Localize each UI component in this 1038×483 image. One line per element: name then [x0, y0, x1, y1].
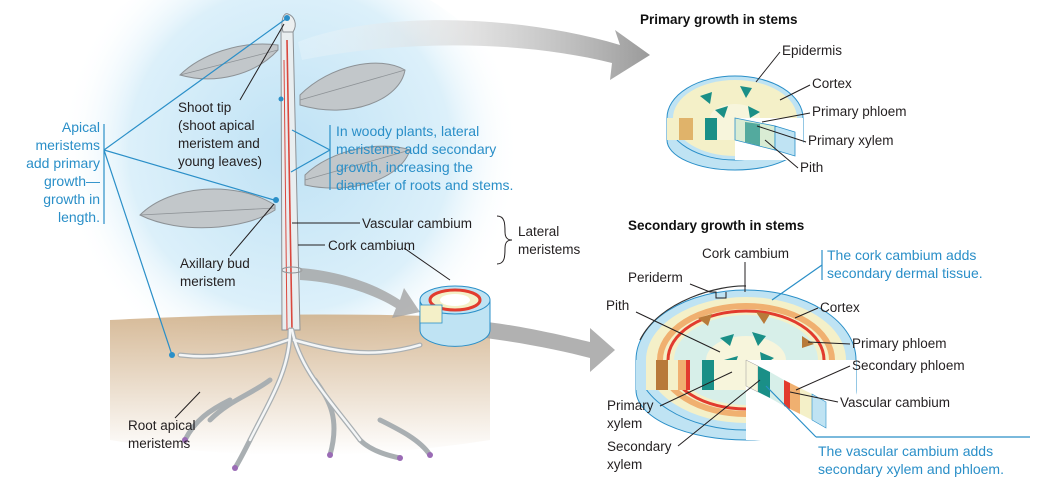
label-line: Shoot tip	[178, 100, 231, 115]
cork-note-line: The cork cambium adds	[827, 247, 976, 263]
cork-note-line: secondary dermal tissue.	[827, 265, 983, 281]
label-line: Root apical	[128, 418, 196, 433]
label-line: young leaves)	[178, 154, 262, 169]
label-primary-xylem: Primary	[607, 398, 654, 413]
label-line: meristem	[180, 274, 236, 289]
label-line: add primary	[26, 155, 100, 171]
label-epidermis: Epidermis	[782, 43, 842, 58]
label-line: In woody plants, lateral	[336, 123, 479, 139]
label-line: Axillary bud	[180, 256, 250, 271]
label-secondary-xylem-line2: xylem	[607, 457, 642, 472]
label-vascular-cambium: Vascular cambium	[840, 395, 950, 410]
root-tip-dot	[427, 452, 433, 458]
axillary-bud-dot	[279, 97, 284, 102]
vascular-note-line: secondary xylem and phloem.	[818, 461, 1004, 477]
label-line: meristems	[518, 242, 581, 257]
root-tip-dot	[397, 455, 403, 461]
label-line: growth, increasing the	[336, 159, 473, 175]
secondary-title: Secondary growth in stems	[628, 218, 804, 233]
vascular-note-line: The vascular cambium adds	[818, 443, 993, 459]
primary-title: Primary growth in stems	[640, 12, 798, 27]
label-line: diameter of roots and stems.	[336, 177, 513, 193]
label-line: (shoot apical	[178, 118, 255, 133]
primary-cross-section	[667, 76, 803, 170]
root-tip-dot	[232, 465, 238, 471]
stem-segment-cylinder	[420, 286, 490, 346]
label-line: growth—	[44, 173, 100, 189]
label-line: meristems add secondary	[336, 141, 496, 157]
label-text: Cork cambium	[328, 238, 415, 253]
label-primary-xylem-line2: xylem	[607, 416, 642, 431]
label-secondary-xylem: Secondary	[607, 439, 672, 454]
label-primary-phloem: Primary phloem	[812, 104, 907, 119]
label-line: meristems	[35, 137, 100, 153]
label-text: Vascular cambium	[362, 216, 472, 231]
label-periderm: Periderm	[628, 270, 683, 285]
label-cortex: Cortex	[820, 300, 860, 315]
label-line: meristem and	[178, 136, 260, 151]
arrow-to-secondary	[470, 320, 615, 372]
label-pith: Pith	[606, 298, 629, 313]
plant-illustration	[30, 0, 530, 471]
label-pith: Pith	[800, 160, 823, 175]
root-tip-dot	[327, 452, 333, 458]
label-primary-xylem: Primary xylem	[808, 133, 894, 148]
label-line: Lateral	[518, 224, 559, 239]
label-primary-phloem: Primary phloem	[852, 336, 947, 351]
label-line: Apical	[62, 119, 100, 135]
label-line: growth in	[43, 191, 100, 207]
label-line: meristems	[128, 436, 191, 451]
label-line: length.	[58, 209, 100, 225]
label-secondary-phloem: Secondary phloem	[852, 358, 965, 373]
label-cortex: Cortex	[812, 76, 852, 91]
label-cork-cambium: Cork cambium	[702, 246, 789, 261]
